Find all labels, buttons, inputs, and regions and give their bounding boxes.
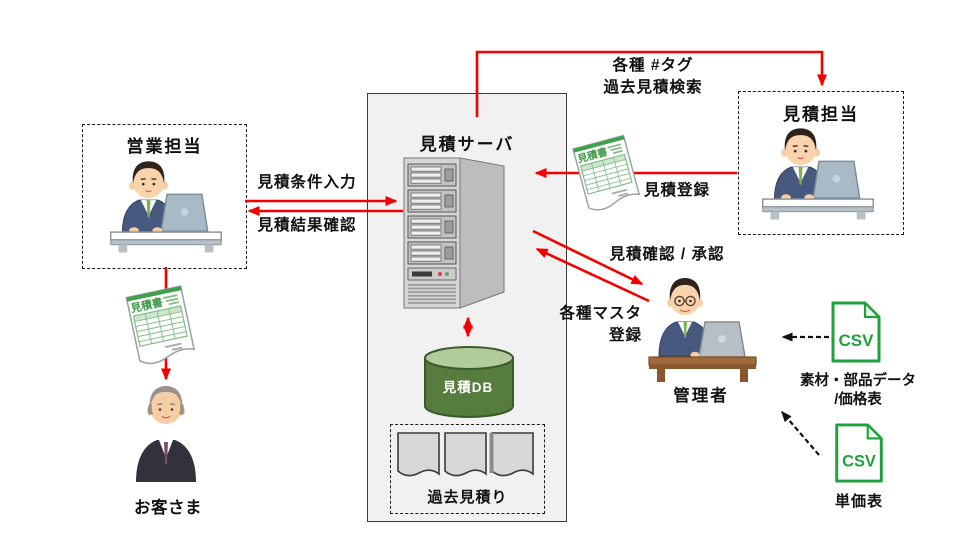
label-condition-input: 見積条件入力	[257, 174, 357, 191]
quote-doc-register-icon: 見積書	[569, 132, 644, 218]
laptop-icon	[812, 160, 861, 199]
sales-box-title: 営業担当	[126, 137, 203, 156]
svg-text:CSV: CSV	[839, 331, 875, 350]
customer-illustration	[136, 386, 196, 482]
label-master-register-line1: 各種マスタ	[559, 305, 642, 322]
label-csv-bottom: 単価表	[834, 493, 883, 510]
past-quotes-box: 過去見積り	[390, 424, 545, 514]
label-csv-top-line2: /価格表	[834, 392, 882, 408]
csv-file-bottom-icon: CSV	[835, 423, 883, 483]
label-csv-top: 素材・部品データ /価格表	[786, 372, 930, 410]
admin-person-illustration	[648, 278, 757, 382]
laptop-icon	[698, 321, 746, 358]
label-master-register-line2: 登録	[608, 327, 642, 344]
arrow-csv-bottom-import	[781, 410, 820, 456]
label-tag-search-line2: 過去見積検索	[603, 79, 703, 96]
server-box-title: 見積サーバ	[419, 135, 515, 154]
label-admin: 管理者	[673, 387, 729, 405]
label-quote-register: 見積登録	[643, 182, 710, 199]
label-tag-search: 各種 #タグ 過去見積検索	[578, 55, 728, 99]
estimator-person-illustration	[762, 128, 874, 220]
label-result-check: 見積結果確認	[257, 217, 357, 234]
quote-db-label: 見積DB	[442, 380, 494, 395]
label-confirm-approve: 見積確認 / 承認	[609, 246, 725, 263]
label-master-register: 各種マスタ 登録	[556, 303, 642, 347]
label-customer: お客さま	[134, 499, 202, 517]
past-quotes-label: 過去見積り	[427, 489, 508, 506]
laptop-icon	[160, 193, 209, 232]
sales-person-illustration	[110, 161, 222, 253]
server-tower-icon	[403, 157, 505, 309]
csv-file-top-icon: CSV	[831, 301, 881, 363]
quote-database-icon	[424, 346, 514, 418]
svg-text:CSV: CSV	[842, 453, 876, 471]
quote-doc-customer-icon: 見積書	[121, 282, 202, 372]
label-csv-top-line1: 素材・部品データ	[800, 373, 916, 389]
past-quote-pages-icon	[397, 432, 534, 477]
label-tag-search-line1: 各種 #タグ	[612, 57, 694, 74]
